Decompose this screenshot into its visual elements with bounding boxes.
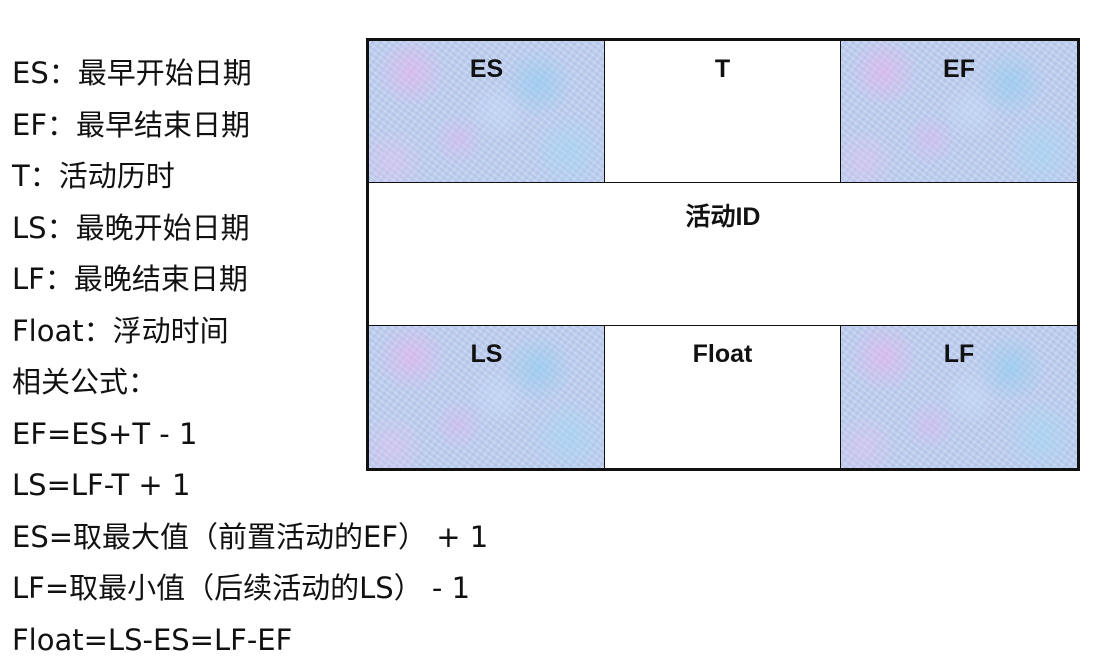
formula-float: Float=LS-ES=LF-EF <box>12 622 293 657</box>
cell-es: ES <box>369 41 605 184</box>
formula-lf: LF=取最小值（后续活动的LS） - 1 <box>12 571 471 605</box>
activity-node-diagram: ES T EF 活动ID LS Float LF <box>366 38 1080 471</box>
legend-es-definition: ES：最早开始日期 <box>12 56 252 90</box>
legend-ls-definition: LS：最晚开始日期 <box>12 210 250 245</box>
formula-es: ES=取最大值（前置活动的EF） + 1 <box>12 519 489 554</box>
cell-ls: LS <box>369 325 605 468</box>
legend-list: ES：最早开始日期 EF：最早结束日期 T：活动历时 LS：最晚开始日期 LF：… <box>12 49 488 667</box>
legend-ef-definition: EF：最早结束日期 <box>12 107 251 142</box>
cell-ef: EF <box>841 41 1077 184</box>
formula-ls: LS=LF-T + 1 <box>12 468 191 502</box>
cell-activity-id: 活动ID <box>369 183 1077 326</box>
cell-float: Float <box>605 325 841 468</box>
legend-float-definition: Float：浮动时间 <box>12 313 229 348</box>
formulas-heading: 相关公式： <box>12 365 158 399</box>
cell-t: T <box>605 41 841 184</box>
formula-ef: EF=ES+T - 1 <box>12 416 198 451</box>
cell-lf: LF <box>841 326 1077 468</box>
legend-t-definition: T：活动历时 <box>12 159 175 193</box>
legend-lf-definition: LF：最晚结束日期 <box>12 262 248 296</box>
